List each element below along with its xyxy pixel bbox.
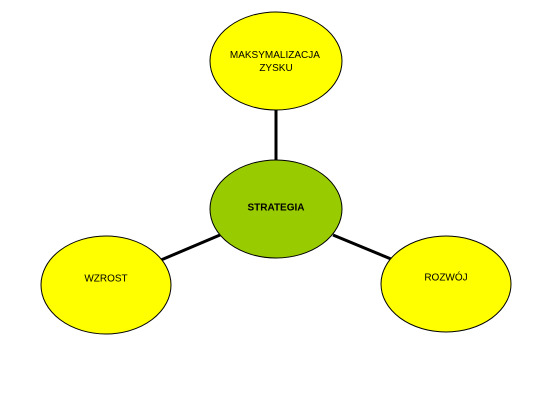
node-top-label-line-1: MAKSYMALIZACJA bbox=[230, 50, 320, 61]
node-center: STRATEGIA bbox=[209, 159, 343, 259]
node-top-label: MAKSYMALIZACJA ZYSKU bbox=[230, 50, 322, 74]
node-top-label-line-2: ZYSKU bbox=[259, 63, 292, 74]
node-top: MAKSYMALIZACJA ZYSKU bbox=[209, 11, 343, 111]
node-left-ellipse bbox=[40, 235, 172, 335]
node-right-label: ROZWÓJ bbox=[424, 271, 467, 284]
node-right: ROZWÓJ bbox=[380, 235, 512, 333]
connector-right bbox=[332, 233, 392, 261]
node-center-ellipse bbox=[209, 159, 343, 259]
node-right-ellipse bbox=[380, 235, 512, 333]
node-left: WZROST bbox=[40, 235, 172, 335]
connector-left bbox=[160, 233, 221, 262]
node-left-label: WZROST bbox=[84, 274, 127, 285]
node-top-ellipse bbox=[209, 11, 343, 111]
node-center-label: STRATEGIA bbox=[247, 203, 304, 214]
